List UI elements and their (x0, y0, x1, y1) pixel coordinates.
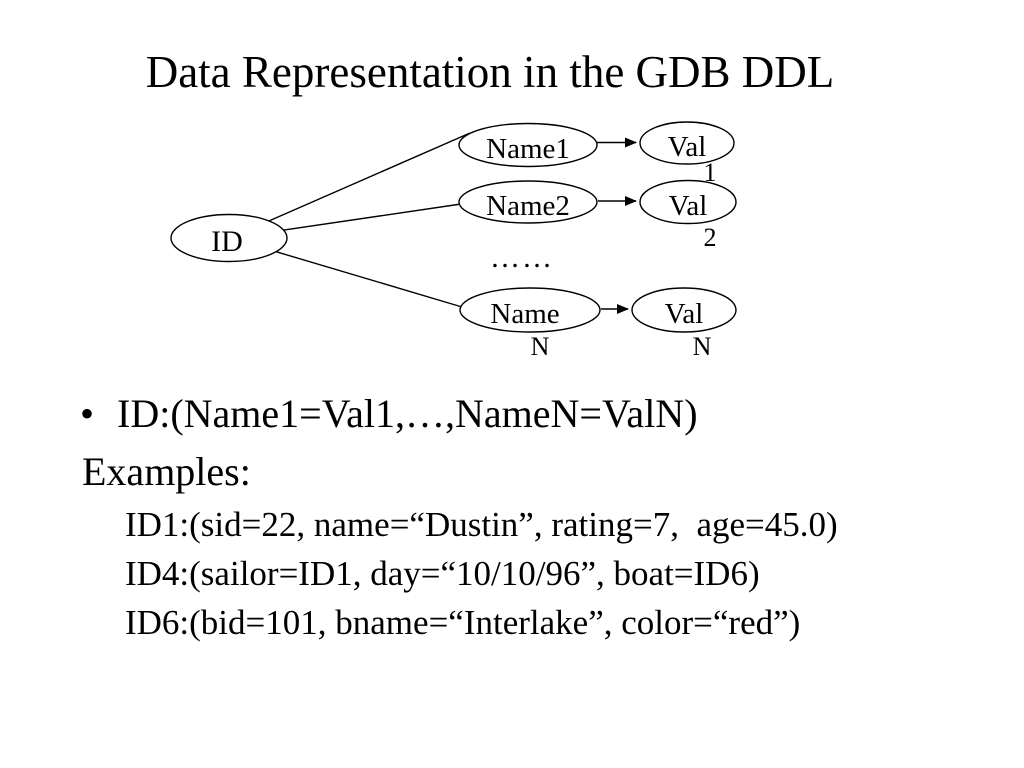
examples-heading: Examples: (82, 449, 251, 494)
example-line-id1: ID1:(sid=22, name=“Dustin”, rating=7, ag… (125, 505, 838, 544)
node-ellipse-valN (631, 287, 737, 333)
node-ellipse-val2 (639, 179, 737, 225)
node-ellipse-id (170, 213, 288, 263)
node-ellipse-name1 (458, 122, 598, 168)
node-ellipse-val1 (639, 121, 735, 165)
subscript-val1: 1 (704, 158, 717, 187)
edge-id-name1 (229, 132, 471, 239)
example-line-id6: ID6:(bid=101, bname=“Interlake”, color=“… (125, 603, 801, 642)
node-label-nameN: Name (490, 298, 559, 330)
bullet-marker: • (80, 391, 95, 436)
node-label-val1: Val (668, 131, 707, 163)
node-label-valN: Val (665, 298, 704, 330)
node-ellipse-nameN (459, 287, 601, 333)
subscript-val2: 2 (704, 223, 717, 252)
subscript-valN: N (693, 332, 712, 361)
arrow-edges (597, 137, 637, 314)
example-line-id4: ID4:(sailor=ID1, day=“10/10/96”, boat=ID… (125, 554, 760, 593)
node-label-id: ID (211, 225, 243, 258)
node-ellipse-name2 (458, 180, 598, 224)
node-label-name1: Name1 (486, 133, 570, 165)
ellipsis-dots: …… (490, 241, 554, 274)
node-label-val2: Val (669, 190, 708, 222)
slide-title: Data Representation in the GDB DDL (145, 47, 835, 97)
bullet-text: ID:(Name1=Val1,…,NameN=ValN) (117, 391, 698, 436)
node-label-name2: Name2 (486, 190, 570, 222)
subscript-nameN: N (531, 332, 550, 361)
